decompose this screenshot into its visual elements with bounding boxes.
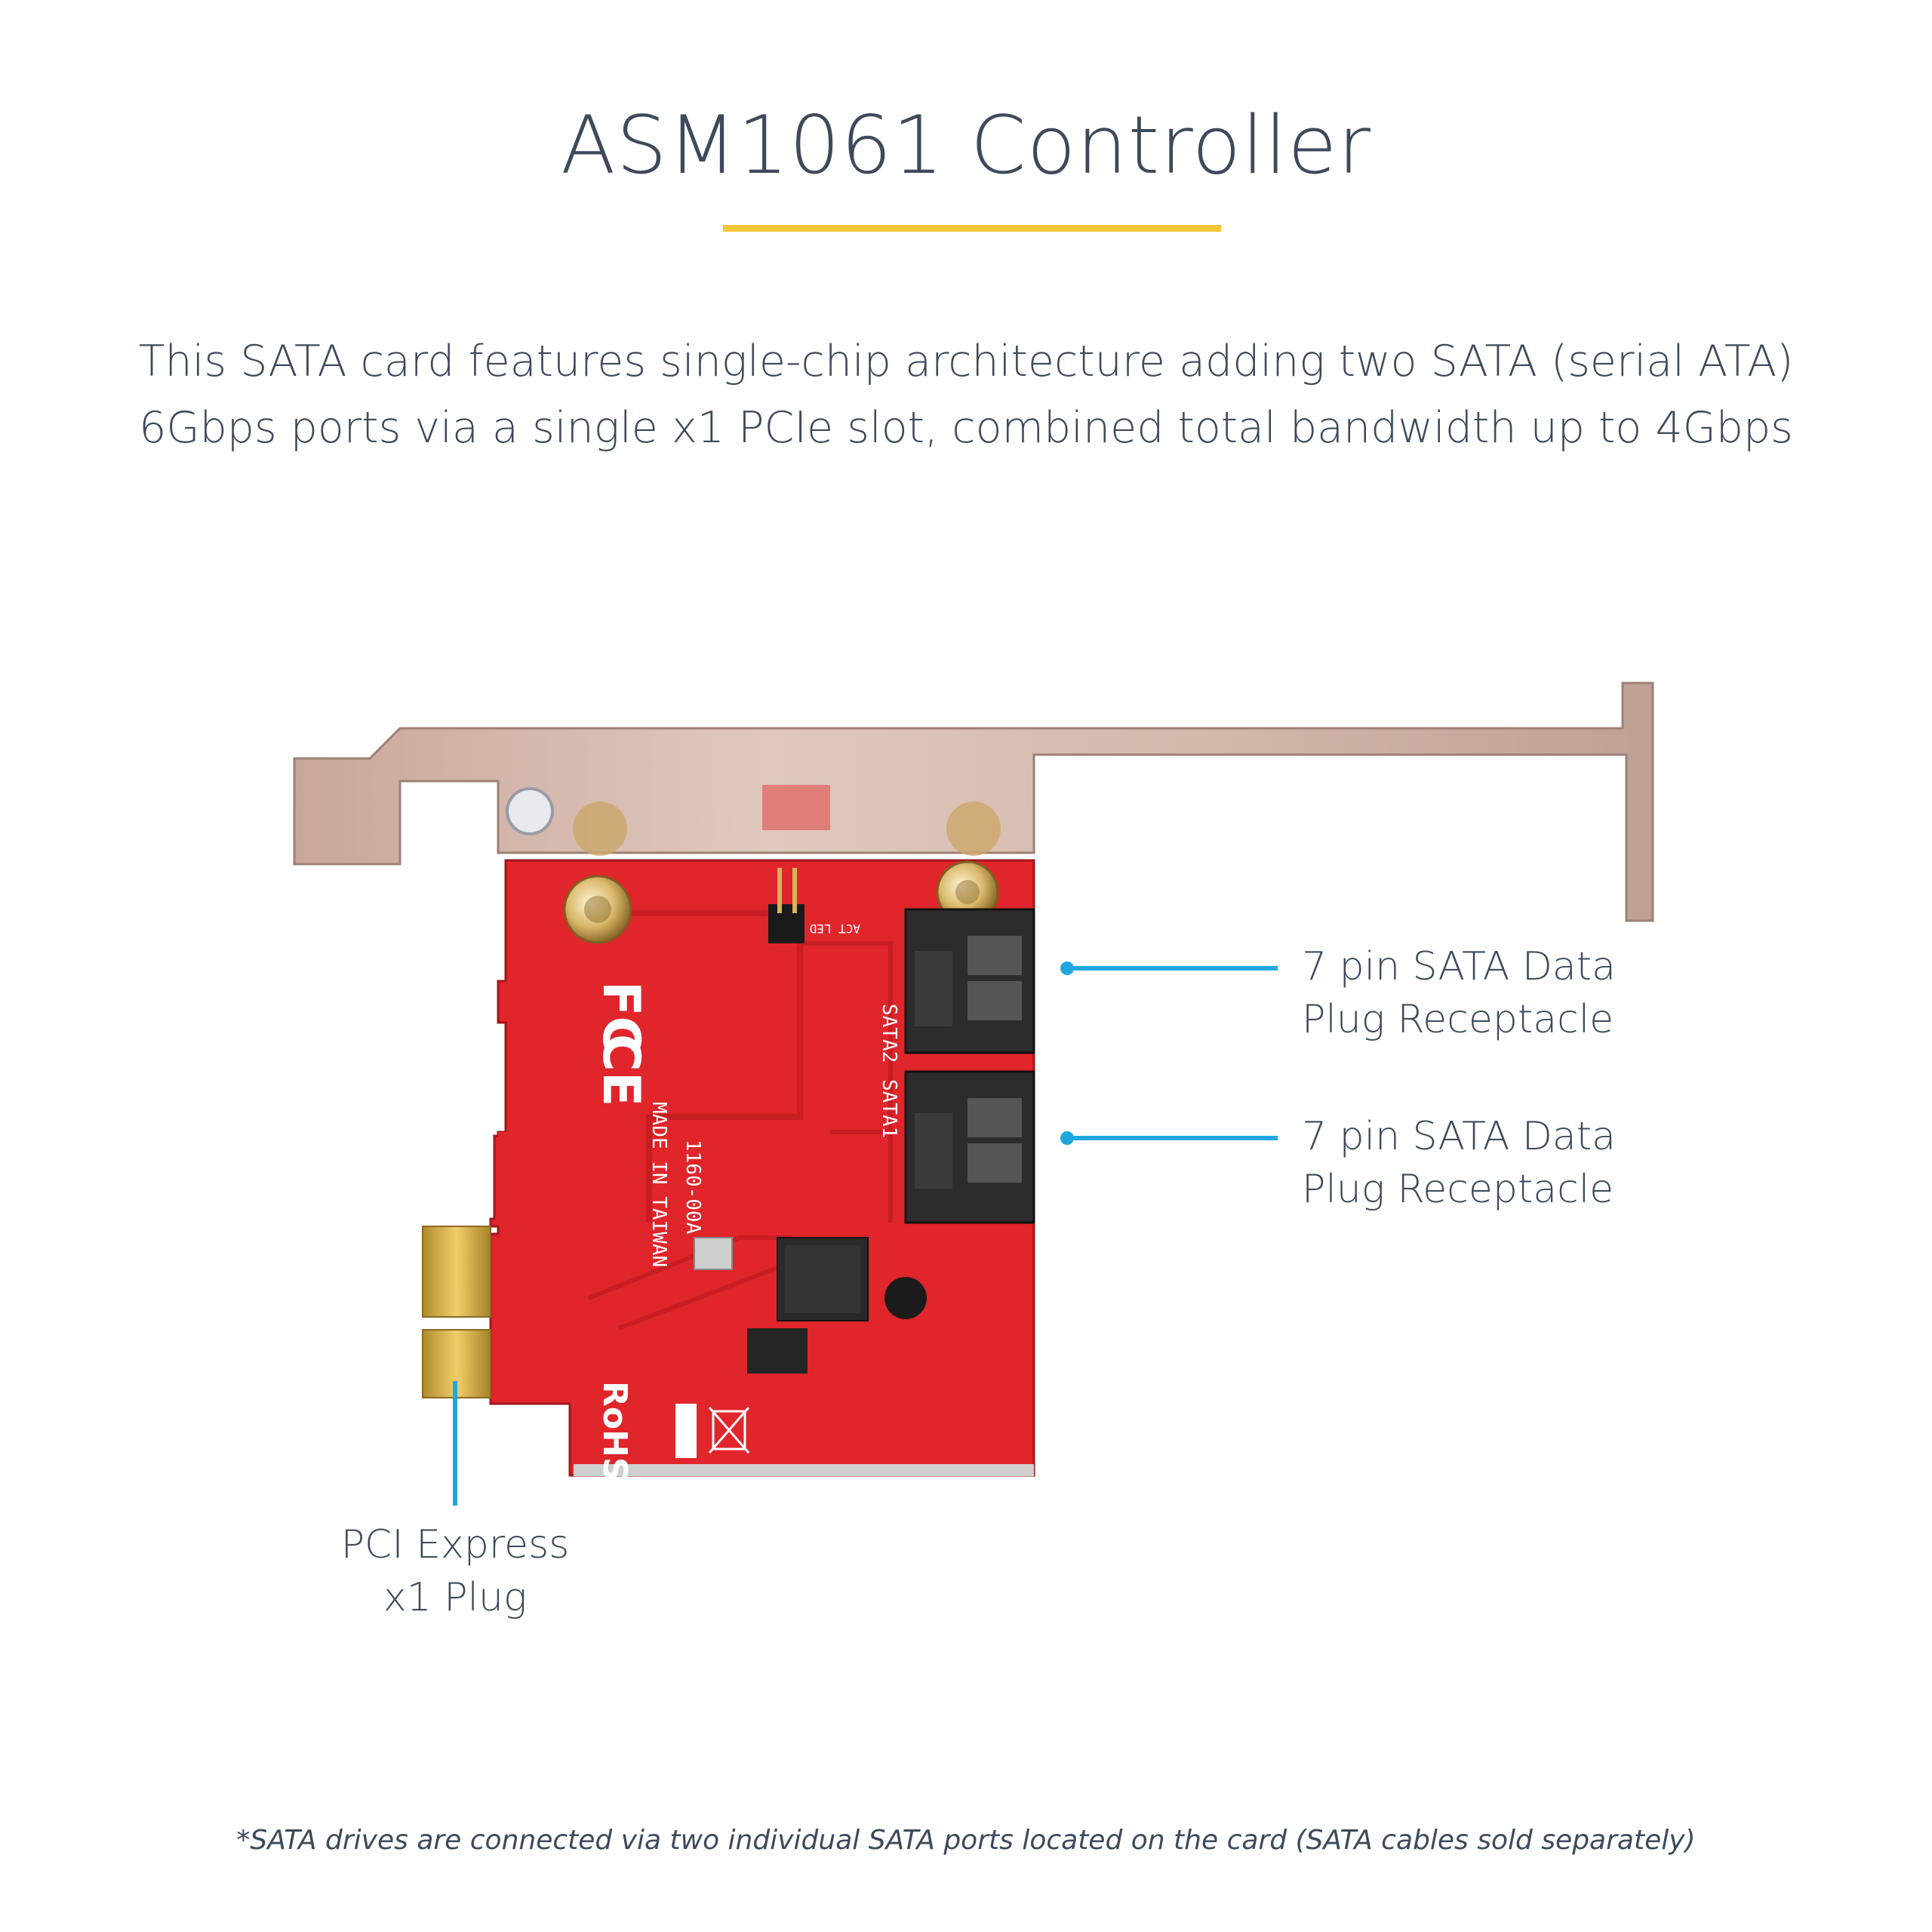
mounting-screw-right xyxy=(936,860,999,924)
weee-icon xyxy=(708,1407,750,1454)
sata-connector-2 xyxy=(904,908,1035,1054)
description-line-2: 6Gbps ports via a single x1 PCIe slot, c… xyxy=(139,403,1793,453)
callout-sata-bottom-line-2: Plug Receptacle xyxy=(1302,1167,1614,1212)
sata-connector-1 xyxy=(904,1070,1035,1224)
callout-label-sata-bottom: 7 pin SATA Data Plug Receptacle xyxy=(1302,1110,1616,1216)
callout-sata-top-line-1: 7 pin SATA Data xyxy=(1302,944,1617,989)
description-line-1: This SATA card features single-chip arch… xyxy=(138,337,1794,386)
pcb-board xyxy=(489,859,1035,1477)
silk-ce: CE xyxy=(591,1034,651,1106)
pcie-gold-fingers xyxy=(422,1226,491,1398)
silk-part-number: 1160-00A xyxy=(681,1140,704,1235)
silk-sata1: SATA1 xyxy=(878,1079,900,1138)
callout-sata-bottom-line-1: 7 pin SATA Data xyxy=(1302,1114,1617,1159)
inductor xyxy=(884,1277,927,1319)
asm1061-chip xyxy=(777,1237,869,1321)
crystal-oscillator xyxy=(694,1237,733,1270)
description: This SATA card features single-chip arch… xyxy=(0,328,1932,461)
callout-label-sata-top: 7 pin SATA Data Plug Receptacle xyxy=(1302,940,1616,1046)
callout-label-pcie: PCI Express x1 Plug xyxy=(304,1518,606,1624)
callout-pcie-line-1: PCI Express xyxy=(340,1522,570,1567)
page-title: ASM1061 Controller xyxy=(560,99,1372,192)
metal-bracket xyxy=(293,681,1654,922)
silk-made-in: MADE IN TAIWAN xyxy=(648,1102,670,1267)
silk-act-led: ACT LED xyxy=(810,921,860,936)
footnote: *SATA drives are connected via two indiv… xyxy=(236,1825,1696,1856)
eeprom-chip xyxy=(747,1328,808,1374)
silk-fc: FC xyxy=(591,981,651,1054)
mounting-screw-left xyxy=(563,875,632,944)
title-underline xyxy=(723,225,1221,232)
silk-sata2: SATA2 xyxy=(878,1004,900,1063)
silk-rohs: RoHS xyxy=(595,1381,634,1481)
callout-line-sata-bottom xyxy=(1060,1131,1278,1145)
led-header: ACT LED xyxy=(768,868,860,943)
callout-pcie-line-2: x1 Plug xyxy=(383,1575,528,1620)
callout-sata-top-line-2: Plug Receptacle xyxy=(1302,997,1614,1042)
callout-line-sata-top xyxy=(1060,961,1278,975)
